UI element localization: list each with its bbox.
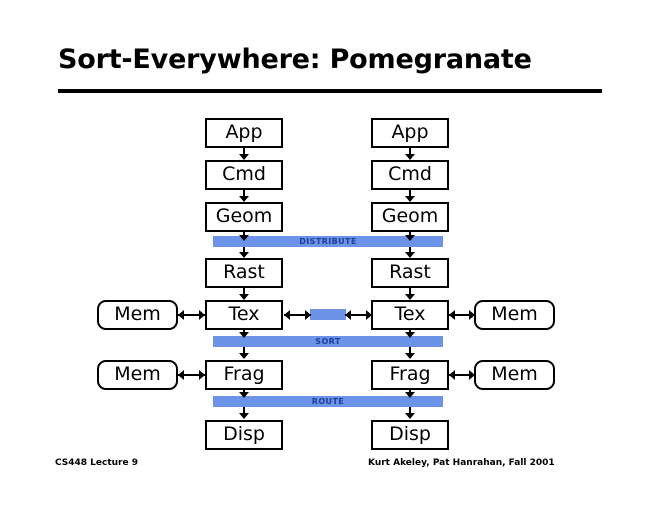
network-label-distribute: DISTRIBUTE — [299, 236, 357, 246]
network-bar-route[interactable]: ROUTE — [213, 396, 443, 407]
footer-course-label: CS448 Lecture 9 — [55, 458, 138, 468]
arrow-geom-to-distribute-right — [404, 232, 416, 242]
mem-box-frag-right[interactable]: Mem — [474, 360, 555, 390]
arrow-mem-frag-right — [449, 369, 475, 381]
network-bar-sort[interactable]: SORT — [213, 336, 443, 347]
network-label-route: ROUTE — [311, 396, 345, 406]
stage-box-geom-left[interactable]: Geom — [205, 202, 283, 232]
arrow-app-to-cmd-right — [404, 148, 416, 160]
stage-label: Tex — [228, 303, 260, 325]
stage-label: App — [391, 121, 429, 143]
arrow-sort-to-frag-left — [238, 347, 250, 360]
arrow-distribute-to-rast-right — [404, 247, 416, 259]
arrow-tex-to-sort-left — [238, 330, 250, 342]
arrow-mem-frag-left — [178, 369, 205, 381]
arrow-route-to-disp-right — [404, 407, 416, 420]
mem-label: Mem — [114, 303, 161, 325]
arrow-cmd-to-geom-left — [238, 190, 250, 202]
stage-box-app-left[interactable]: App — [205, 118, 283, 148]
stage-label: Frag — [389, 363, 431, 385]
arrow-cmd-to-geom-right — [404, 190, 416, 202]
network-label-sort: SORT — [315, 336, 341, 346]
stage-label: Geom — [381, 205, 439, 227]
arrow-frag-to-route-left — [238, 390, 250, 402]
stage-label: Tex — [394, 303, 426, 325]
stage-box-tex-left[interactable]: Tex — [205, 300, 283, 330]
title-divider — [58, 89, 602, 93]
mem-box-tex-right[interactable]: Mem — [474, 300, 555, 330]
stage-box-disp-left[interactable]: Disp — [205, 420, 283, 450]
stage-box-rast-left[interactable]: Rast — [205, 258, 283, 288]
arrow-rast-to-tex-right — [404, 288, 416, 300]
arrow-mem-tex-right — [449, 309, 475, 321]
arrow-route-to-disp-left — [238, 407, 250, 420]
mem-label: Mem — [491, 363, 538, 385]
stage-label: Cmd — [222, 163, 266, 185]
mem-label: Mem — [114, 363, 161, 385]
network-bar-distribute[interactable]: DISTRIBUTE — [213, 236, 443, 247]
arrow-rast-to-tex-left — [238, 288, 250, 300]
stage-box-disp-right[interactable]: Disp — [371, 420, 449, 450]
stage-box-app-right[interactable]: App — [371, 118, 449, 148]
stage-box-cmd-left[interactable]: Cmd — [205, 160, 283, 190]
footer-authors-label: Kurt Akeley, Pat Hanrahan, Fall 2001 — [368, 458, 555, 468]
stage-label: Geom — [215, 205, 273, 227]
stage-box-geom-right[interactable]: Geom — [371, 202, 449, 232]
stage-label: App — [225, 121, 263, 143]
stage-label: Rast — [389, 261, 431, 283]
stage-box-cmd-right[interactable]: Cmd — [371, 160, 449, 190]
stage-box-rast-right[interactable]: Rast — [371, 258, 449, 288]
arrow-geom-to-distribute-left — [238, 232, 250, 242]
stage-box-frag-right[interactable]: Frag — [371, 360, 449, 390]
arrow-mem-tex-left — [178, 309, 205, 321]
arrow-interconnect-to-tex-right — [345, 309, 372, 321]
stage-label: Disp — [223, 423, 265, 445]
stage-label: Disp — [389, 423, 431, 445]
mem-label: Mem — [491, 303, 538, 325]
arrow-distribute-to-rast-left — [238, 247, 250, 259]
arrow-tex-to-sort-right — [404, 330, 416, 342]
stage-label: Frag — [223, 363, 265, 385]
stage-label: Cmd — [388, 163, 432, 185]
stage-box-frag-left[interactable]: Frag — [205, 360, 283, 390]
arrow-tex-left-to-interconnect — [284, 309, 311, 321]
arrow-frag-to-route-right — [404, 390, 416, 402]
network-bar-texture-interconnect[interactable] — [310, 309, 346, 320]
arrow-sort-to-frag-right — [404, 347, 416, 360]
mem-box-frag-left[interactable]: Mem — [97, 360, 178, 390]
arrow-app-to-cmd-left — [238, 148, 250, 160]
stage-label: Rast — [223, 261, 265, 283]
mem-box-tex-left[interactable]: Mem — [97, 300, 178, 330]
stage-box-tex-right[interactable]: Tex — [371, 300, 449, 330]
page-title: Sort-Everywhere: Pomegranate — [58, 44, 532, 75]
